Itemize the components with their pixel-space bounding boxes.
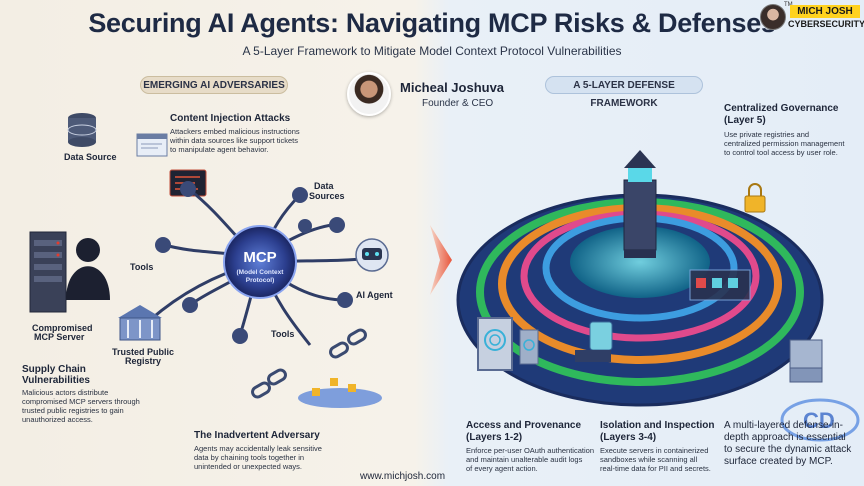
author-avatar — [347, 72, 391, 116]
footer-url[interactable]: www.michjosh.com — [360, 471, 446, 482]
data-leak-icon — [298, 378, 382, 408]
mcp-sub-2: Protocol) — [246, 277, 275, 284]
watermark-logo-icon: CD — [780, 398, 860, 442]
supply-chain-desc-4: unauthorized access. — [22, 415, 93, 424]
transition-arrow-icon — [430, 225, 452, 295]
summary-line-3: to secure the dynamic attack — [724, 444, 852, 455]
summary-line-2: depth approach is essential — [724, 432, 846, 443]
logo-name: MICH JOSH — [790, 5, 860, 18]
governance-title-1: Centralized Governance — [724, 103, 839, 114]
sandbox-container-icon — [575, 321, 613, 362]
section-label-adversaries: EMERGING AI ADVERSARIES — [140, 76, 288, 94]
server-rack-icon — [789, 339, 823, 383]
fingerprint-gate-icon — [477, 317, 539, 371]
isolation-desc-1: Execute servers in containerized — [600, 446, 709, 455]
mcp-sub-1: (Model Context — [237, 269, 285, 276]
label-compromised-1: Compromised — [32, 323, 93, 333]
author-name: Micheal Joshuva — [400, 80, 505, 95]
compromised-server-icon — [29, 231, 67, 313]
content-injection-desc-2: within data sources like support tickets — [170, 136, 298, 145]
logo-trademark: TM — [784, 2, 793, 8]
content-injection-desc-3: to manipulate agent behavior. — [170, 145, 269, 154]
section-label-defense: A 5-LAYER DEFENSE FRAMEWORK — [545, 76, 703, 109]
hacker-icon — [66, 238, 110, 300]
supply-chain-desc-2: compromised MCP servers through — [22, 397, 140, 406]
governance-desc-1: Use private registries and — [724, 130, 810, 139]
robot-icon — [355, 238, 389, 272]
governance-title-2: (Layer 5) — [724, 115, 766, 126]
logo-sub: CYBERSECURITY — [788, 19, 864, 29]
page-subtitle: A 5-Layer Framework to Mitigate Model Co… — [242, 44, 622, 58]
broken-chain-icon — [251, 328, 367, 399]
summary-block: A multi-layered defense-in- depth approa… — [724, 420, 851, 468]
supply-chain-desc-3: trusted public registries to gain — [22, 406, 124, 415]
content-injection-title: Content Injection Attacks — [170, 113, 291, 124]
browser-window-icon — [136, 133, 168, 157]
label-data-sources-1: Data — [314, 181, 334, 191]
governance-desc-2: centralized permission management — [724, 139, 845, 148]
brand-logo: TM MICH JOSH CYBERSECURITY — [760, 2, 864, 36]
access-desc-2: and maintain unalterable audit logs — [466, 455, 583, 464]
summary-line-4: surface created by MCP. — [724, 456, 833, 467]
content-injection-desc-1: Attackers embed malicious instructions — [170, 127, 300, 136]
lighthouse-tower-icon — [623, 150, 657, 258]
access-desc-1: Enforce per-user OAuth authentication — [466, 446, 594, 455]
supply-chain-title-2: Vulnerabilities — [22, 375, 90, 386]
isolation-title-2: (Layers 3-4) — [600, 432, 657, 443]
label-tools-left: Tools — [130, 262, 154, 272]
scanner-panel-icon — [689, 269, 751, 301]
label-data-source: Data Source — [64, 152, 117, 162]
database-icon — [67, 113, 97, 147]
inadvertent-desc-3: unintended or unexpected ways. — [194, 462, 302, 471]
summary-line-1: A multi-layered defense-in- — [724, 420, 843, 431]
padlock-icon — [744, 183, 766, 213]
brand-avatar-icon — [760, 4, 786, 30]
label-tools-bottom: Tools — [271, 329, 295, 339]
svg-text:CD: CD — [803, 408, 835, 433]
inadvertent-desc-1: Agents may accidentally leak sensitive — [194, 444, 322, 453]
isolation-desc-2: sandboxes while scanning all — [600, 455, 698, 464]
label-ai-agent: AI Agent — [356, 290, 393, 300]
access-title-2: (Layers 1-2) — [466, 432, 523, 443]
governance-desc-3: to control tool access by user role. — [724, 148, 838, 157]
tool-nodes — [155, 181, 353, 344]
isolation-title-1: Isolation and Inspection — [600, 420, 715, 431]
label-compromised-2: MCP Server — [34, 332, 85, 342]
registry-building-icon — [118, 305, 162, 341]
page-title: Securing AI Agents: Navigating MCP Risks… — [88, 8, 776, 38]
supply-chain-title-1: Supply Chain — [22, 364, 86, 375]
inadvertent-title: The Inadvertent Adversary — [194, 430, 320, 441]
mcp-core — [223, 225, 297, 299]
isolation-desc-3: real-time data for PII and secrets. — [600, 464, 711, 473]
label-trusted-1: Trusted Public — [112, 347, 175, 357]
label-trusted-2: Registry — [125, 356, 162, 366]
access-desc-3: of every agent action. — [466, 464, 538, 473]
inadvertent-desc-2: data by chaining tools together in — [194, 453, 305, 462]
access-title-1: Access and Provenance — [466, 420, 582, 431]
label-data-sources-2: Sources — [309, 191, 345, 201]
defense-rings — [456, 193, 824, 407]
author-role: Founder & CEO — [422, 98, 494, 109]
mcp-title: MCP — [243, 249, 276, 266]
supply-chain-desc-1: Malicious actors distribute — [22, 388, 109, 397]
